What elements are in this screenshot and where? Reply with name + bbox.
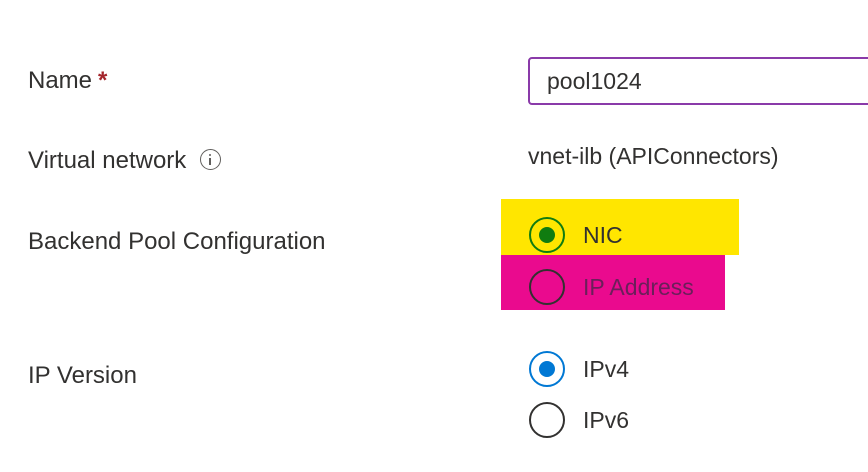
- virtual-network-label-text: Virtual network: [28, 147, 187, 174]
- radio-option-ipv6[interactable]: IPv6: [529, 401, 629, 439]
- info-icon[interactable]: [200, 149, 222, 171]
- radio-button-ipv6[interactable]: [529, 402, 565, 438]
- radio-button-ip-address[interactable]: [529, 269, 565, 305]
- name-label-text: Name: [28, 67, 93, 94]
- virtual-network-label: Virtual network: [28, 145, 222, 177]
- required-asterisk: *: [98, 67, 108, 94]
- radio-button-ipv4[interactable]: [529, 351, 565, 387]
- backend-pool-configuration-label: Backend Pool Configuration: [28, 228, 326, 255]
- radio-label-nic: NIC: [583, 222, 623, 248]
- radio-button-nic[interactable]: [529, 217, 565, 253]
- radio-option-nic[interactable]: NIC: [529, 216, 623, 254]
- radio-label-ipv4: IPv4: [583, 356, 630, 382]
- radio-label-ipv6: IPv6: [583, 407, 630, 433]
- virtual-network-value: vnet-ilb (APIConnectors): [528, 143, 779, 169]
- radio-option-ip-address[interactable]: IP Address: [529, 268, 694, 306]
- radio-label-ip-address: IP Address: [583, 274, 694, 300]
- radio-option-ipv4[interactable]: IPv4: [529, 350, 629, 388]
- name-label: Name*: [28, 65, 107, 97]
- ip-version-label: IP Version: [28, 362, 137, 389]
- name-input[interactable]: [528, 57, 868, 105]
